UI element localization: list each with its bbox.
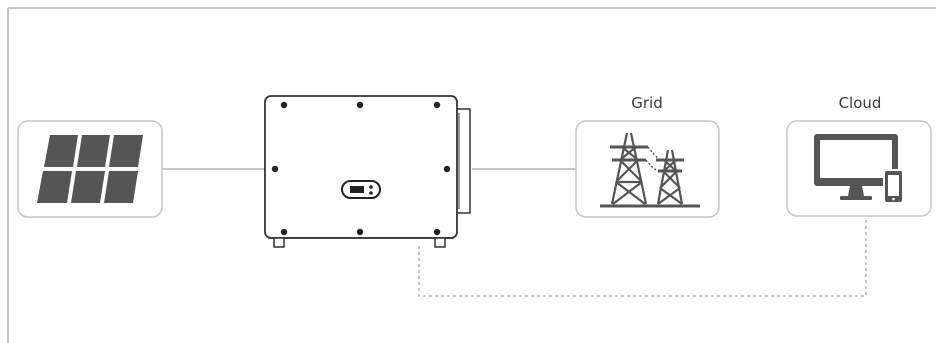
power-tower-icon (600, 132, 700, 208)
cloud-node (786, 120, 932, 217)
inverter-icon (264, 95, 471, 248)
monitor-phone-icon (814, 134, 904, 204)
grid-box (575, 120, 720, 218)
inverter-display-icon (341, 180, 381, 199)
solar-panel-node (17, 120, 163, 218)
grid-node (575, 120, 720, 218)
grid-label: Grid (631, 94, 663, 112)
link-inverter-cloud-dashed (418, 216, 867, 297)
outer-frame (7, 7, 936, 343)
cloud-label: Cloud (838, 94, 882, 112)
solar-panel-icon (37, 135, 143, 203)
